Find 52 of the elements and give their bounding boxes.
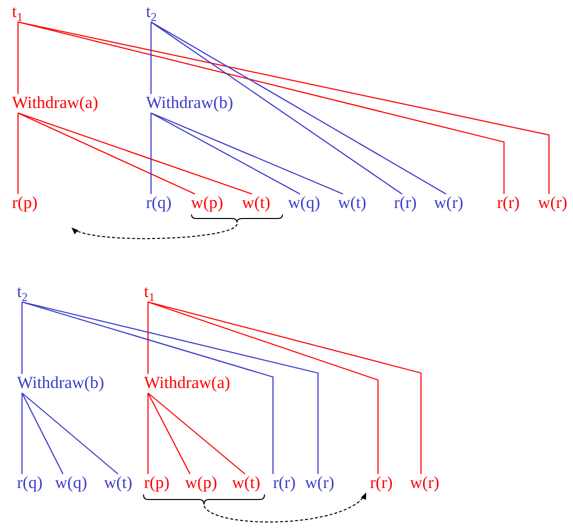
connector-line (18, 112, 252, 195)
transaction-label: t$_{1}$ (12, 2, 23, 22)
curly-brace (143, 494, 265, 505)
access-label: w(t) (338, 193, 366, 213)
connector-line (148, 392, 190, 474)
connector-line (147, 302, 149, 374)
access-label: r(r) (273, 473, 296, 493)
access-label: r(p) (12, 193, 38, 213)
connector-line (21, 393, 23, 474)
dashed-arrow (204, 492, 366, 522)
connector-line (22, 301, 319, 474)
connector-line (148, 301, 379, 474)
access-label: w(q) (55, 473, 88, 493)
access-label: r(q) (146, 193, 172, 213)
connector-line (147, 393, 149, 474)
access-label: r(r) (370, 473, 393, 493)
connector-line (150, 112, 300, 194)
connector-line (22, 392, 64, 474)
access-label: w(r) (305, 473, 334, 493)
access-label: w(r) (434, 193, 464, 213)
transaction-label: t$_{2}$ (146, 2, 157, 22)
dashed-arrow (71, 224, 238, 240)
operation-label: Withdraw(b) (17, 373, 104, 393)
access-label: r(r) (497, 193, 520, 213)
connector-line (22, 301, 274, 474)
operation-label: Withdraw(b) (146, 93, 234, 113)
access-label: r(r) (394, 193, 417, 213)
access-label: r(q) (17, 473, 42, 493)
access-label: w(p) (191, 193, 224, 213)
connector-line (17, 113, 19, 194)
connector-line (22, 392, 118, 474)
transaction-label: t$_{2}$ (17, 282, 28, 302)
connector-line (18, 112, 196, 194)
connector-line (17, 22, 19, 94)
connector-line (148, 301, 422, 474)
access-label: w(t) (104, 473, 132, 493)
access-label: w(p) (185, 473, 218, 493)
access-label: w(t) (242, 193, 270, 213)
operation-label: Withdraw(a) (144, 373, 230, 393)
connector-line (21, 302, 23, 374)
access-label: w(r) (410, 473, 440, 493)
access-label: w(q) (288, 193, 320, 213)
connector-line (150, 112, 344, 194)
access-label: r(p) (144, 473, 170, 493)
operation-label: Withdraw(a) (12, 93, 98, 113)
connector-line (150, 22, 152, 94)
connector-line (148, 392, 246, 474)
connector-line (150, 113, 152, 194)
access-label: w(r) (538, 193, 568, 213)
transaction-label: t$_{1}$ (144, 282, 155, 302)
access-label: w(t) (232, 473, 260, 493)
curly-brace (191, 214, 283, 223)
